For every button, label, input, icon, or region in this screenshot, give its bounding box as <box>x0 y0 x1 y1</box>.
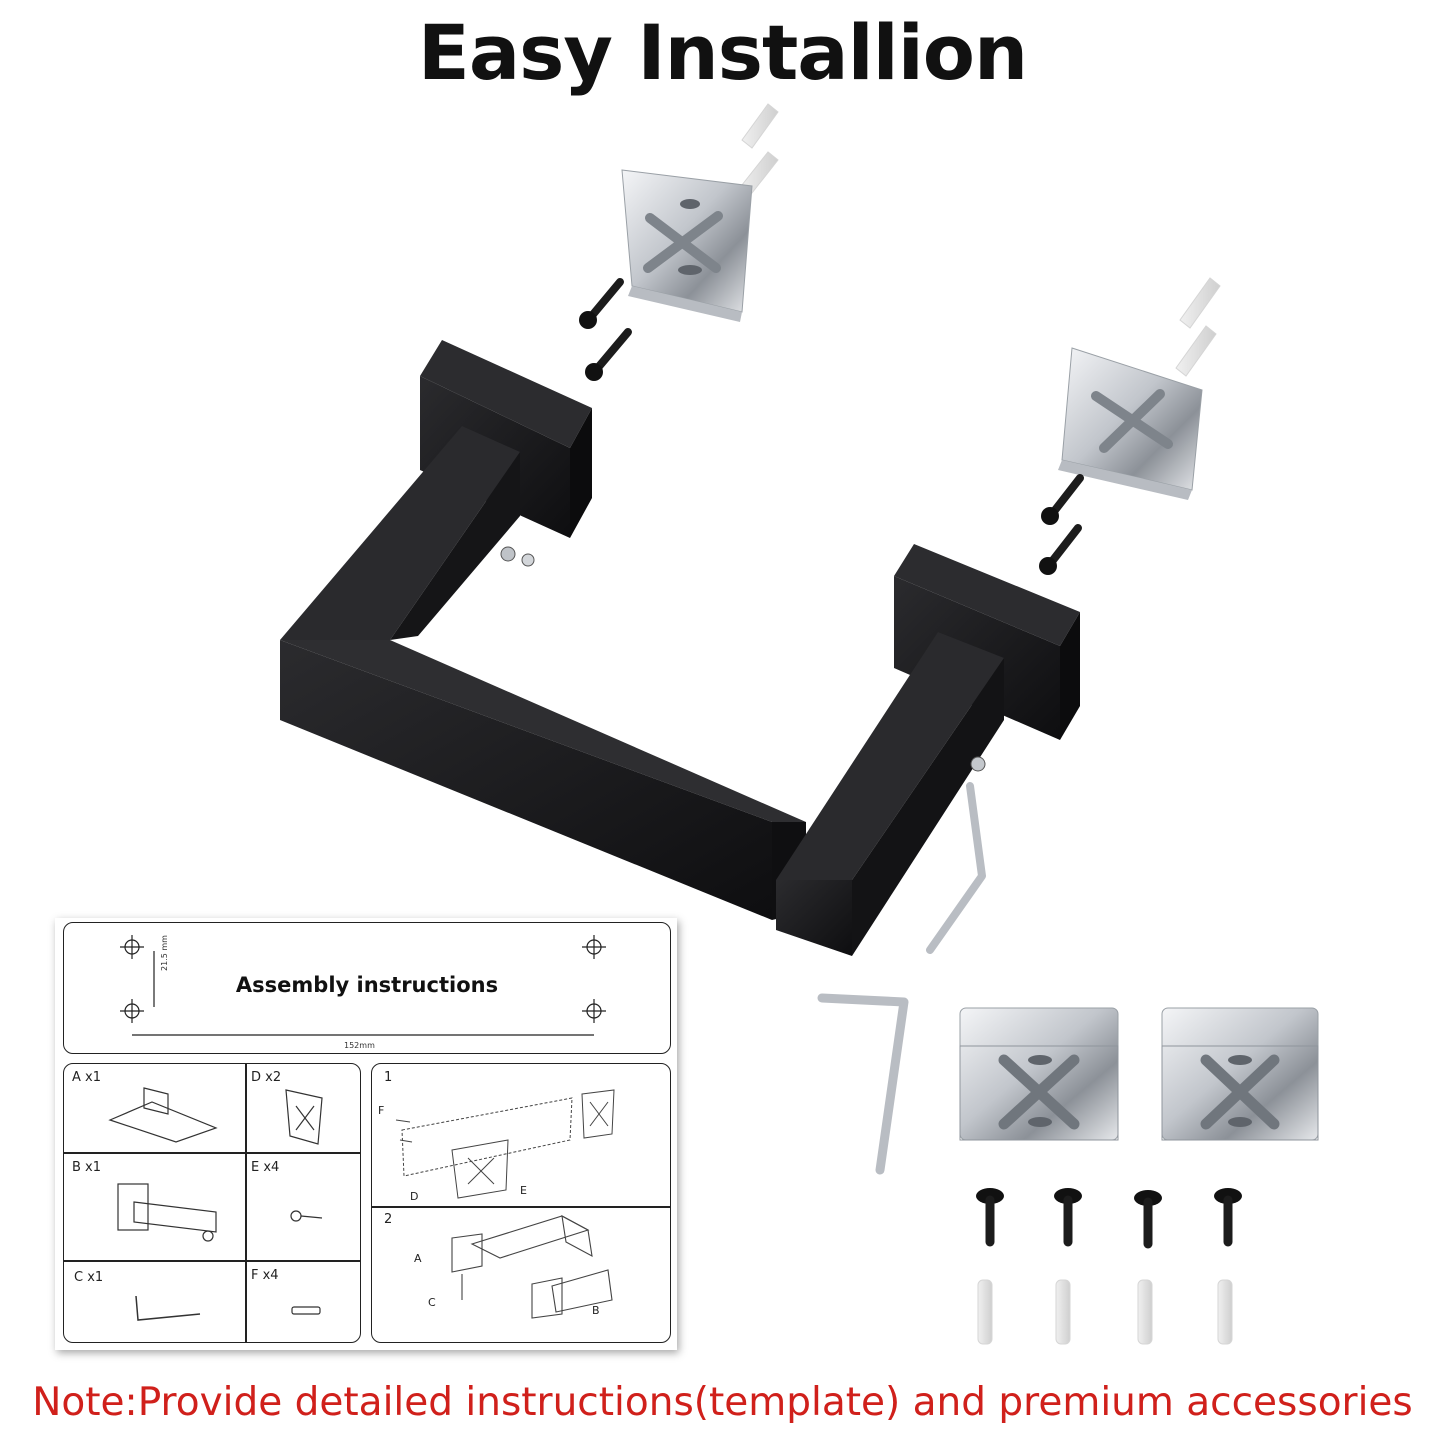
grid-divider <box>64 1260 360 1262</box>
hex-key <box>817 993 909 1175</box>
step-number-2: 2 <box>384 1212 393 1227</box>
part-label-f: F x4 <box>251 1268 279 1283</box>
assembly-title: Assembly instructions <box>235 973 499 997</box>
grid-divider <box>64 1152 360 1154</box>
callout-b: B <box>592 1304 600 1317</box>
steps-panel: 1 F D E 2 A C B <box>371 1063 671 1343</box>
wall-anchor <box>741 103 779 149</box>
holder-arm-left <box>280 426 520 640</box>
step-1-diagram <box>395 1089 615 1199</box>
mounting-bracket <box>959 1007 1119 1141</box>
wall-anchor <box>1175 325 1217 377</box>
callout-a: A <box>414 1252 422 1265</box>
screw <box>585 328 632 381</box>
callout-d: D <box>410 1190 419 1203</box>
part-f-anchor-icon <box>291 1306 321 1315</box>
screw <box>1054 1188 1082 1247</box>
mounting-bracket <box>621 169 753 322</box>
dimension-horizontal: 152mm <box>344 1041 375 1050</box>
crosshair-marks <box>120 935 606 1036</box>
screw <box>976 1188 1004 1247</box>
part-label-b: B x1 <box>72 1160 102 1175</box>
callout-f: F <box>378 1104 385 1117</box>
template-panel: 21.5 mm 152mm Assembly instructions <box>63 922 671 1054</box>
part-a-arm-icon <box>108 1087 218 1143</box>
wall-anchor <box>1055 1279 1071 1345</box>
screw <box>1134 1190 1162 1249</box>
part-c-hexkey-icon <box>135 1295 201 1321</box>
part-label-c: C x1 <box>74 1270 104 1285</box>
wall-anchor <box>1217 1279 1233 1345</box>
screw <box>1214 1188 1242 1247</box>
mounting-bracket <box>1161 1007 1319 1141</box>
wall-anchor <box>977 1279 993 1345</box>
holder-bar <box>280 640 806 920</box>
callout-c: C <box>428 1296 436 1309</box>
dimension-vertical: 21.5 mm <box>160 935 169 971</box>
grid-divider <box>245 1064 247 1342</box>
part-e-setscrew-icon <box>290 1210 323 1222</box>
callout-e: E <box>520 1184 527 1197</box>
parts-list-panel: A x1 D x2 B x1 E x4 C x1 <box>63 1063 361 1343</box>
step-number-1: 1 <box>384 1070 393 1085</box>
mounting-bracket <box>1058 347 1203 500</box>
step-divider <box>372 1206 670 1208</box>
set-screw <box>970 756 986 772</box>
hex-key <box>926 782 986 954</box>
part-d-bracket-icon <box>285 1089 323 1145</box>
screw <box>579 278 624 329</box>
holder-arm-right <box>776 632 1004 956</box>
part-label-e: E x4 <box>251 1160 280 1175</box>
part-label-d: D x2 <box>251 1070 282 1085</box>
screw <box>1041 474 1084 525</box>
set-screw <box>500 546 535 567</box>
instruction-sheet: 21.5 mm 152mm Assembly instructions A x1… <box>55 918 677 1350</box>
screw <box>1039 524 1082 575</box>
wall-anchor <box>1137 1279 1153 1345</box>
step-2-diagram <box>451 1214 613 1319</box>
page-title: Easy Installion <box>417 8 1028 97</box>
part-b-arm-icon <box>117 1183 217 1242</box>
footer-note: Note:Provide detailed instructions(templ… <box>32 1380 1413 1425</box>
wall-anchor <box>1179 277 1221 329</box>
part-label-a: A x1 <box>72 1070 101 1085</box>
